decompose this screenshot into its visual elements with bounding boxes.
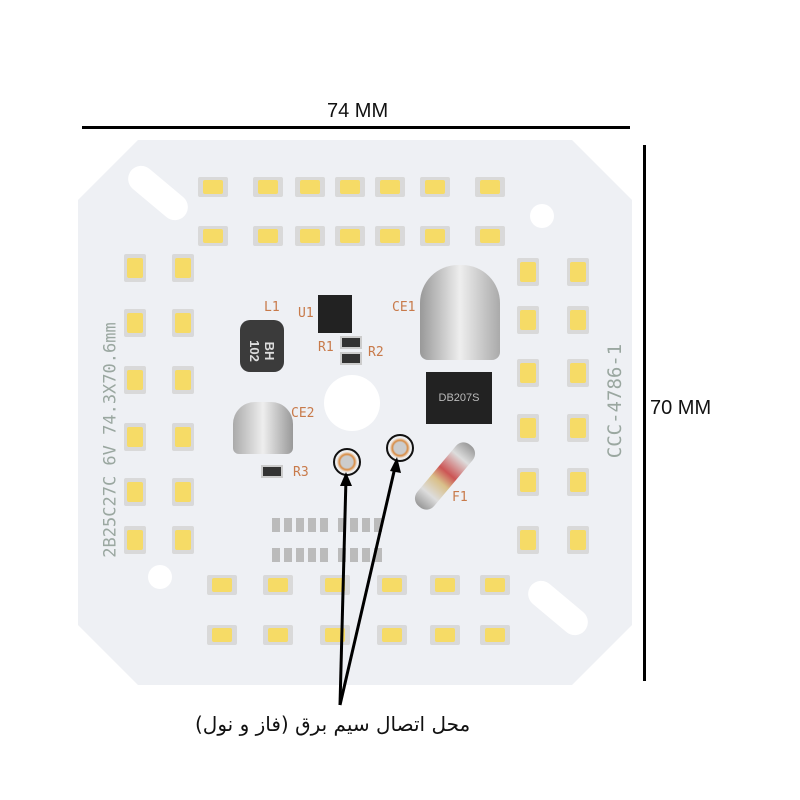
resistor-r3 xyxy=(261,465,283,478)
led-chip xyxy=(375,177,405,197)
solder-pad xyxy=(320,548,328,562)
led-chip xyxy=(517,258,539,286)
led-chip xyxy=(377,625,407,645)
capacitor-ce2 xyxy=(233,402,293,454)
arrow-line xyxy=(338,462,398,706)
solder-pad xyxy=(320,518,328,532)
resistor-r1 xyxy=(340,336,362,349)
led-chip xyxy=(480,625,510,645)
led-chip xyxy=(430,625,460,645)
center-hole xyxy=(324,375,380,431)
solder-pad xyxy=(308,548,316,562)
ref-l1: L1 xyxy=(264,300,280,315)
led-chip xyxy=(335,177,365,197)
height-dimension-arrow xyxy=(643,145,646,681)
width-label: 74 MM xyxy=(327,100,389,122)
arrow-head xyxy=(340,472,352,486)
power-terminal-2 xyxy=(386,434,414,462)
led-chip xyxy=(517,306,539,334)
led-chip xyxy=(475,177,505,197)
led-chip xyxy=(124,478,146,506)
led-chip xyxy=(124,309,146,337)
led-chip xyxy=(377,575,407,595)
led-chip xyxy=(567,526,589,554)
ref-r1: R1 xyxy=(318,340,334,355)
led-chip xyxy=(263,625,293,645)
solder-pad xyxy=(350,548,358,562)
led-pcb-board: 2B25C27C 6V 74.3X70.6mm CCC-4786-1 BH 10… xyxy=(78,140,632,685)
led-chip xyxy=(375,226,405,246)
ref-u1: U1 xyxy=(298,306,314,321)
led-chip xyxy=(124,526,146,554)
solder-pad xyxy=(374,548,382,562)
led-chip xyxy=(430,575,460,595)
height-label: 70 MM xyxy=(650,397,712,419)
led-chip xyxy=(517,359,539,387)
led-chip xyxy=(172,254,194,282)
led-chip xyxy=(567,306,589,334)
power-terminal-1 xyxy=(333,448,361,476)
solder-pad xyxy=(362,548,370,562)
solder-pad xyxy=(284,548,292,562)
led-chip xyxy=(172,423,194,451)
bridge-marking: DB207S xyxy=(438,392,480,404)
led-chip xyxy=(124,366,146,394)
led-chip xyxy=(335,226,365,246)
led-chip xyxy=(198,177,228,197)
connection-point-label: محل اتصال سیم برق (فاز و نول) xyxy=(195,712,471,736)
led-chip xyxy=(172,366,194,394)
led-chip xyxy=(172,309,194,337)
solder-pad xyxy=(338,518,346,532)
inductor: BH 102 xyxy=(240,320,284,372)
capacitor-ce1 xyxy=(420,265,500,360)
solder-pad xyxy=(374,518,382,532)
width-dimension-arrow xyxy=(82,126,630,129)
led-chip xyxy=(420,226,450,246)
led-chip xyxy=(475,226,505,246)
led-chip xyxy=(295,226,325,246)
ref-ce2: CE2 xyxy=(291,406,315,421)
solder-pad xyxy=(272,548,280,562)
solder-pad xyxy=(362,518,370,532)
led-chip xyxy=(567,468,589,496)
led-chip xyxy=(420,177,450,197)
led-chip xyxy=(480,575,510,595)
solder-pad xyxy=(272,518,280,532)
solder-pad xyxy=(284,518,292,532)
ref-f1: F1 xyxy=(452,490,468,505)
led-chip xyxy=(124,423,146,451)
solder-pad xyxy=(296,548,304,562)
ref-r3: R3 xyxy=(293,465,309,480)
led-chip xyxy=(567,258,589,286)
solder-pad xyxy=(350,518,358,532)
led-chip xyxy=(263,575,293,595)
arrow-head xyxy=(390,457,401,473)
mounting-hole xyxy=(530,204,554,228)
led-chip xyxy=(172,526,194,554)
led-chip xyxy=(124,254,146,282)
led-chip xyxy=(295,177,325,197)
led-chip xyxy=(517,468,539,496)
led-chip xyxy=(207,625,237,645)
led-chip xyxy=(567,359,589,387)
resistor-r2 xyxy=(340,352,362,365)
led-chip xyxy=(172,478,194,506)
solder-pad xyxy=(308,518,316,532)
ic-chip xyxy=(318,295,352,333)
led-chip xyxy=(253,177,283,197)
led-chip xyxy=(517,414,539,442)
ref-ce1: CE1 xyxy=(392,300,416,315)
led-chip xyxy=(517,526,539,554)
solder-pad xyxy=(296,518,304,532)
arrow-line xyxy=(338,477,348,706)
mounting-hole xyxy=(148,565,172,589)
led-chip xyxy=(207,575,237,595)
solder-pad xyxy=(338,548,346,562)
led-chip xyxy=(198,226,228,246)
led-chip xyxy=(253,226,283,246)
led-chip xyxy=(567,414,589,442)
bridge-rectifier: DB207S xyxy=(426,372,492,424)
ref-r2: R2 xyxy=(368,345,384,360)
